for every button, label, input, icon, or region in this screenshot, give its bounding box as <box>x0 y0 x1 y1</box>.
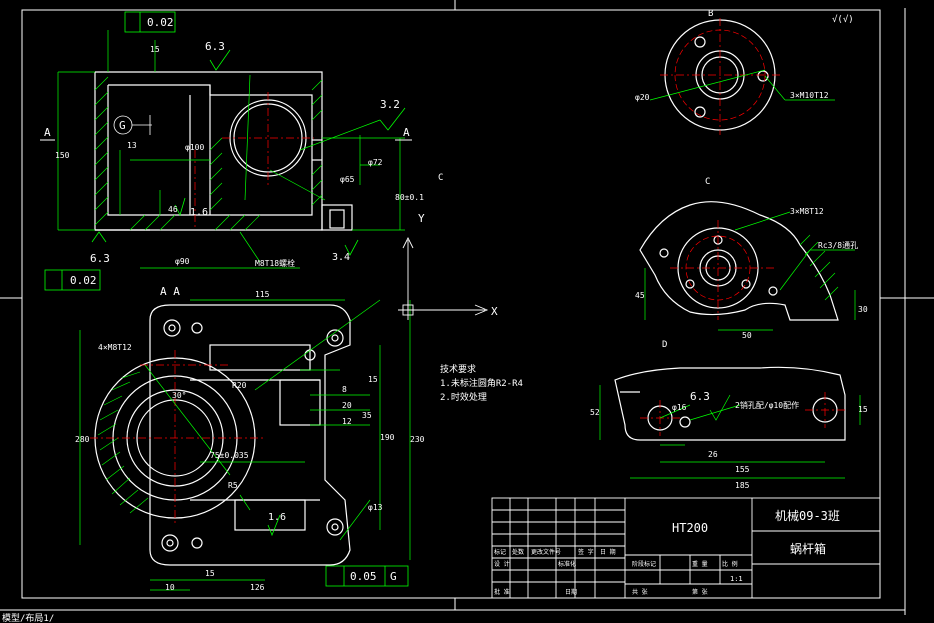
material-label: HT200 <box>672 521 708 535</box>
view-label-d: D <box>662 340 667 350</box>
dim-30: 30 <box>858 305 868 314</box>
note-1: 1.未标注圆角R2-R4 <box>440 377 523 389</box>
dim-185: 185 <box>735 481 750 490</box>
roughness-6-3-top: 6.3 <box>205 40 225 53</box>
dim-190: 190 <box>380 433 395 442</box>
view-b <box>649 18 835 135</box>
dim-15c: 15 <box>205 569 215 578</box>
dim-20: 20 <box>342 401 352 410</box>
roughness-6-3-d: 6.3 <box>690 390 710 403</box>
dim-80: 80±0.1 <box>395 193 424 202</box>
dim-13: 13 <box>127 141 137 150</box>
roughness-6-3-left: 6.3 <box>90 252 110 265</box>
tb-ratio: 比 例 <box>722 560 738 568</box>
tb-standard: 标准化 <box>558 560 576 568</box>
part-name: 蜗杆箱 <box>790 541 826 556</box>
layout-tabs[interactable]: 模型/布局1/ <box>2 612 54 623</box>
view-label-b: B <box>708 9 713 19</box>
tb-sign: 签 字 <box>578 548 594 556</box>
dim-150: 150 <box>55 151 70 160</box>
dim-phi65: φ65 <box>340 175 355 184</box>
dim-10: 10 <box>165 583 175 592</box>
ucs-axis-icon <box>398 236 489 320</box>
dim-52: 52 <box>590 408 600 417</box>
dim-230: 230 <box>410 435 425 444</box>
view-label-c: C <box>705 177 710 187</box>
dim-46: 46 <box>168 205 178 214</box>
datum-label-g: G <box>119 119 126 132</box>
tb-date-2: 日期 <box>565 588 577 596</box>
roughness-note-corner: √(√) <box>832 14 854 25</box>
section-aa-view <box>79 299 411 591</box>
dim-280: 280 <box>75 435 90 444</box>
title-block <box>491 497 881 599</box>
view-c <box>639 201 856 331</box>
tolerance-datum-g: G <box>390 570 397 583</box>
scale-value: 1:1 <box>730 575 743 583</box>
roughness-3-2: 3.2 <box>380 98 400 111</box>
tb-zone: 更改文件号 <box>531 548 561 556</box>
tb-mark: 标记 <box>494 548 506 556</box>
dim-4xm8: 4×M8T12 <box>98 343 132 352</box>
dim-r20: R20 <box>232 381 247 390</box>
tb-approve: 批 准 <box>494 588 510 596</box>
dim-2-pin-holes: 2销孔配/φ10配作 <box>735 400 799 410</box>
tb-weight: 重 量 <box>692 560 708 568</box>
tb-design: 设 计 <box>494 560 510 568</box>
tb-total-sheets: 共 张 <box>632 588 648 596</box>
dim-phi72: φ72 <box>368 158 383 167</box>
tolerance-value-bottom: 0.05 <box>350 570 377 583</box>
dim-155: 155 <box>735 465 750 474</box>
note-2: 2.时效处理 <box>440 391 487 403</box>
notes-title: 技术要求 <box>440 363 476 375</box>
axis-label-x: X <box>491 305 498 318</box>
dim-15: 15 <box>150 45 160 54</box>
roughness-1-6-b: 1.6 <box>268 512 286 523</box>
dim-8: 8 <box>342 385 347 394</box>
tolerance-value-left: 0.02 <box>70 274 97 287</box>
dim-12: 12 <box>342 417 352 426</box>
tolerance-value-top: 0.02 <box>147 16 174 29</box>
dim-r5: R5 <box>228 481 238 490</box>
dim-35: 35 <box>362 411 372 420</box>
dim-phi20: φ20 <box>635 93 650 102</box>
dim-75: 75±0.035 <box>210 451 249 460</box>
roughness-3-4: 3.4 <box>332 252 350 263</box>
dim-phi16: φ16 <box>672 403 687 412</box>
tb-stage: 阶段标记 <box>632 560 656 568</box>
axis-label-y: Y <box>418 212 425 225</box>
roughness-1-6-a: 1.6 <box>190 207 208 218</box>
dim-50: 50 <box>742 331 752 340</box>
tb-date: 日 期 <box>600 548 616 556</box>
view-d <box>599 366 861 479</box>
dim-126: 126 <box>250 583 265 592</box>
dim-m8-bolt: M8T18螺栓 <box>255 258 295 268</box>
section-title-aa: A A <box>160 285 180 298</box>
dim-phi90: φ90 <box>175 257 190 266</box>
drawing-name: 机械09-3班 <box>775 508 840 523</box>
dim-phi100: φ100 <box>185 143 204 152</box>
dim-15b: 15 <box>368 375 378 384</box>
dim-rc-thread: Rc3/8通孔 <box>818 240 858 250</box>
main-view <box>40 11 412 587</box>
tb-sheet-no: 第 张 <box>692 588 708 596</box>
dim-26: 26 <box>708 450 718 459</box>
tb-count: 处数 <box>512 548 524 556</box>
dim-15d: 15 <box>858 405 868 414</box>
dim-3xm8: 3×M8T12 <box>790 207 824 216</box>
dim-3xm10: 3×M10T12 <box>790 91 829 100</box>
dim-30deg: 30° <box>172 391 186 400</box>
section-mark-a-right: A <box>403 126 410 139</box>
section-mark-a-left: A <box>44 126 51 139</box>
dim-115: 115 <box>255 290 270 299</box>
dim-phi13: φ13 <box>368 503 383 512</box>
view-label-c-small: C <box>438 173 443 183</box>
dim-45: 45 <box>635 291 645 300</box>
